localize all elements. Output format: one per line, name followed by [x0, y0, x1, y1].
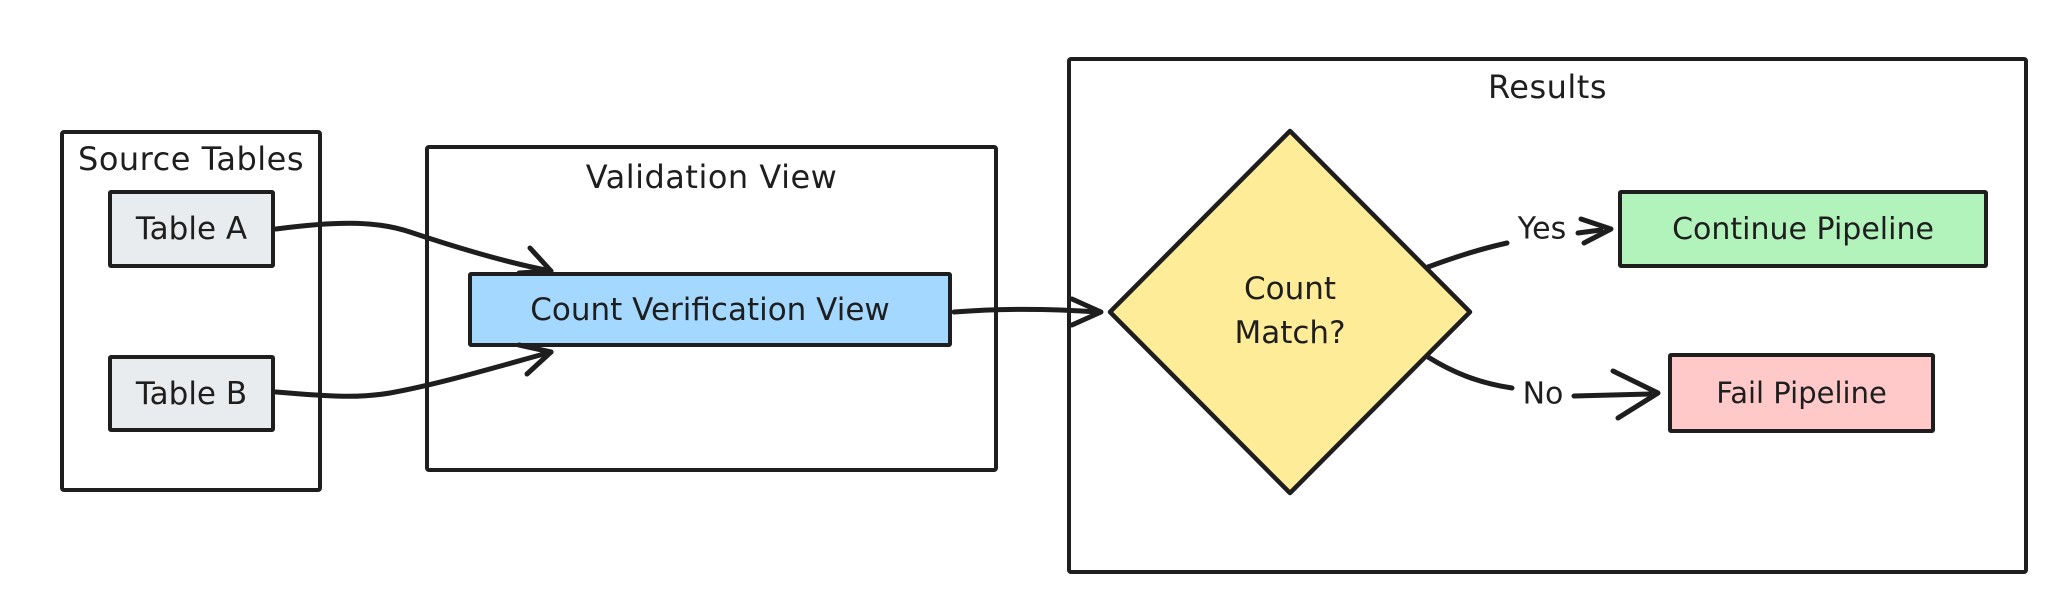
- continue-pipeline-node: Continue Pipeline: [1618, 190, 1988, 268]
- count-match-decision-label: Count Match?: [1234, 271, 1346, 351]
- continue-pipeline-label: Continue Pipeline: [1672, 211, 1934, 247]
- results-group: Results: [1067, 57, 2028, 574]
- results-title: Results: [1487, 68, 1608, 106]
- fail-pipeline-node: Fail Pipeline: [1668, 353, 1935, 433]
- table-a-label: Table A: [135, 211, 248, 247]
- count-verification-view-label: Count Verification View: [530, 291, 890, 328]
- fail-pipeline-label: Fail Pipeline: [1716, 376, 1887, 410]
- source-tables-group: Source Tables: [60, 130, 322, 492]
- count-verification-view-node: Count Verification View: [468, 272, 952, 347]
- table-b-node: Table B: [108, 355, 275, 432]
- table-a-node: Table A: [108, 190, 275, 268]
- yes-edge-label: Yes: [1517, 211, 1567, 247]
- no-edge-label: No: [1522, 376, 1564, 412]
- validation-view-title: Validation View: [585, 158, 838, 196]
- source-tables-title: Source Tables: [78, 140, 304, 178]
- table-b-label: Table B: [135, 375, 248, 412]
